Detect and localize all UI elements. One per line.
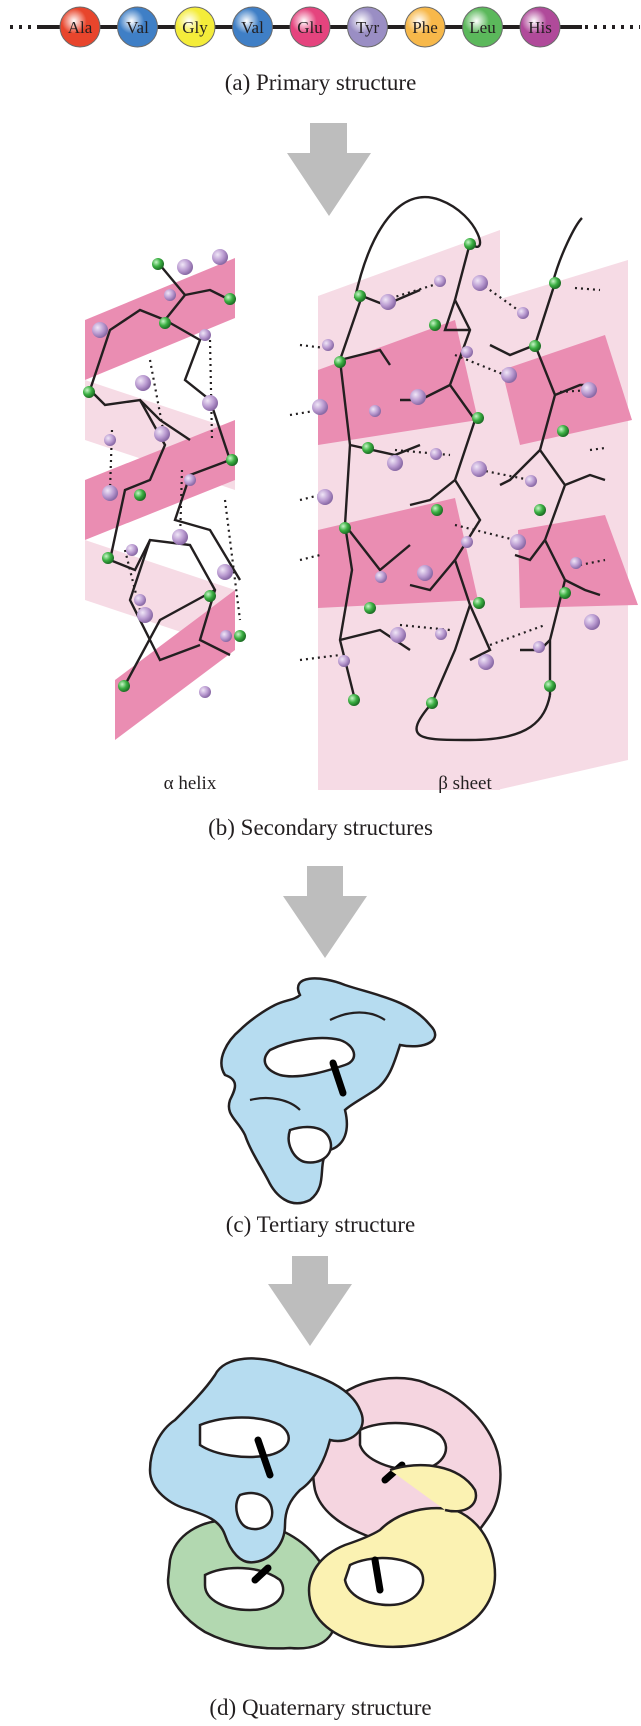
amino-acid-label: Leu xyxy=(469,18,496,37)
amino-acid-label: Tyr xyxy=(356,18,380,37)
tertiary-structure-subunit xyxy=(221,978,435,1203)
caption-quaternary: (d) Quaternary structure xyxy=(0,1695,641,1721)
amino-acid-label: Phe xyxy=(412,18,438,37)
label-alpha-helix: α helix xyxy=(140,773,240,795)
caption-primary: (a) Primary structure xyxy=(0,70,641,96)
amino-acid-label: Val xyxy=(241,18,264,37)
caption-secondary: (b) Secondary structures xyxy=(0,815,641,841)
amino-acid-label: Glu xyxy=(297,18,323,37)
beta-sheet-ribbon xyxy=(290,197,638,790)
arrow-primary-to-secondary xyxy=(287,123,371,216)
amino-acid-label: Val xyxy=(126,18,149,37)
caption-tertiary: (c) Tertiary structure xyxy=(0,1212,641,1238)
amino-acid-label: His xyxy=(528,18,552,37)
amino-acid-label: Ala xyxy=(68,18,93,37)
alpha-helix-ribbon xyxy=(83,249,246,740)
amino-acid-label: Gly xyxy=(182,18,208,37)
arrow-secondary-to-tertiary xyxy=(283,866,367,958)
label-beta-sheet: β sheet xyxy=(410,773,520,795)
amino-acid-layer: Ala Val Gly Val Glu Tyr Phe Leu His xyxy=(0,0,641,60)
arrow-tertiary-to-quaternary xyxy=(268,1256,352,1346)
quaternary-structure-complex xyxy=(150,1358,500,1648)
